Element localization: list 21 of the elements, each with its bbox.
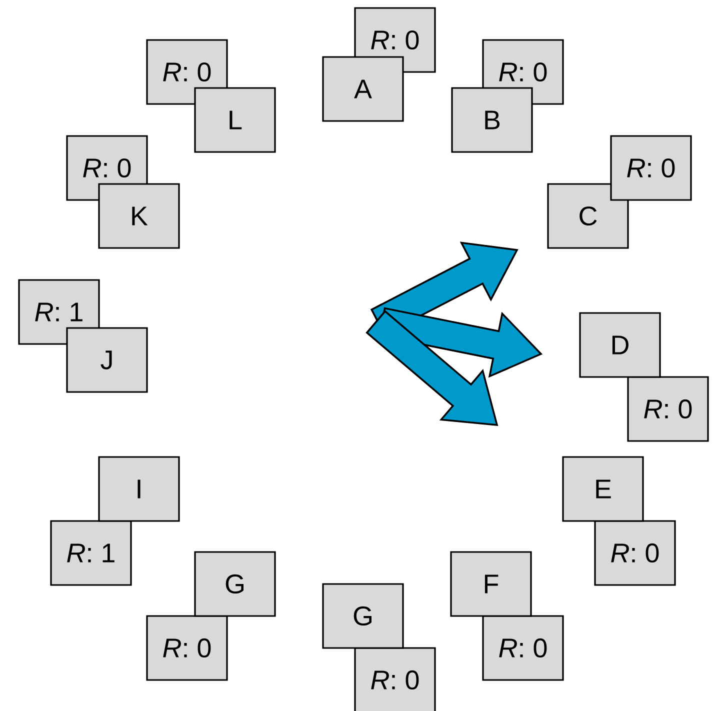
letter-box: G bbox=[194, 551, 276, 617]
letter-box: I bbox=[98, 456, 180, 522]
letter-box: K bbox=[98, 183, 180, 249]
score-box: R: 0 bbox=[482, 615, 564, 681]
score-box: R: 0 bbox=[594, 520, 676, 586]
score-box: R: 0 bbox=[610, 135, 692, 201]
letter-box: C bbox=[547, 183, 629, 249]
letter-box: G bbox=[322, 583, 404, 649]
letter-box: D bbox=[579, 312, 661, 378]
letter-box: A bbox=[322, 56, 404, 122]
letter-box: F bbox=[450, 551, 532, 617]
score-box: R: 1 bbox=[50, 520, 132, 586]
score-box: R: 0 bbox=[354, 647, 436, 711]
score-box: R: 0 bbox=[146, 615, 228, 681]
score-box: R: 1 bbox=[18, 279, 100, 345]
letter-box: E bbox=[562, 456, 644, 522]
letter-box: J bbox=[66, 327, 148, 393]
score-box: R: 0 bbox=[627, 376, 709, 442]
score-box: R: 0 bbox=[146, 39, 228, 105]
letter-box: B bbox=[451, 87, 533, 153]
letter-box: L bbox=[194, 87, 276, 153]
